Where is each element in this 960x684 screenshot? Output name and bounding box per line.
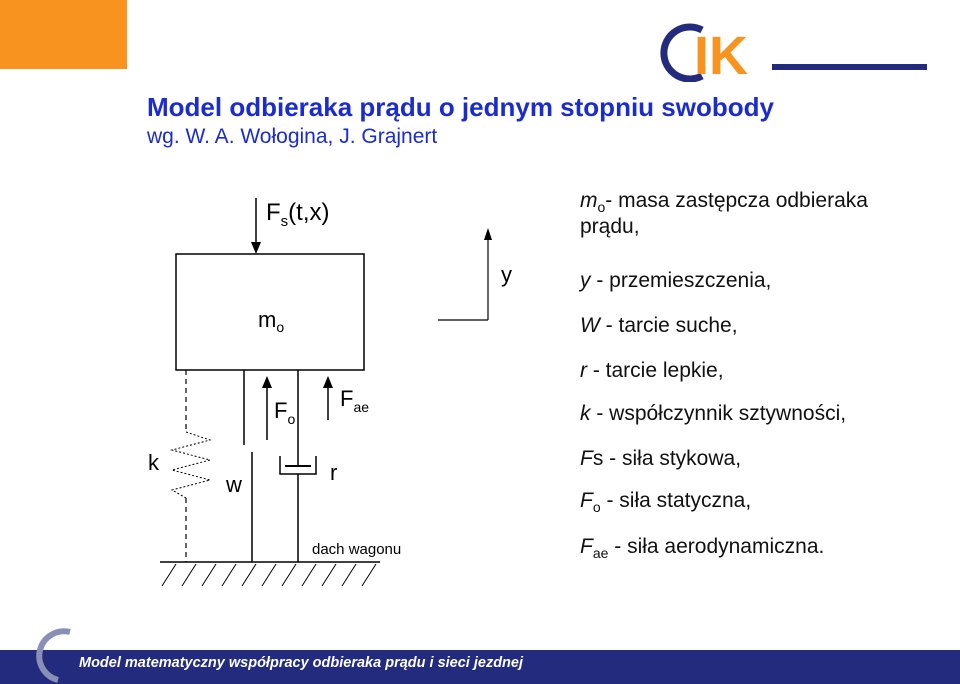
footer-bar [0,650,960,684]
page-subtitle: wg. W. A. Wołogina, J. Grajnert [147,125,438,148]
legend-item-dry-friction: W - tarcie suche, [580,314,738,337]
force-o-label: Fo [274,398,295,427]
spring-k-label: k [148,450,160,475]
force-ae-arrowhead [323,376,333,388]
y-axis-label: y [501,262,512,287]
footer-text: Model matematyczny współpracy odbieraka … [79,655,524,671]
legend-item-displacement: y - przemieszczenia, [580,269,772,292]
legend-item-contact-force: Fs - siła stykowa, [580,447,742,470]
mass-label: mo [258,307,284,335]
spring-coil [170,431,212,499]
force-ae-label: Fae [340,386,369,415]
legend-item-mass-cont: prądu, [580,215,640,238]
force-s-arrowhead [251,242,261,254]
friction-w-label: w [225,472,242,497]
mass-block [175,253,365,371]
legend-item-mass: mo- masa zastępcza odbieraka [580,189,868,215]
ik-logo: IK [660,23,927,82]
logo-text: IK [694,26,748,82]
y-axis-arrowhead [484,228,492,240]
ground-hatching [161,563,377,587]
page-title: Model odbieraka prądu o jednym stopniu s… [147,92,774,122]
legend-item-static-force: Fo - siła statyczna, [580,489,752,515]
legend-item-stiffness: k - współczynnik sztywności, [580,402,847,425]
orange-corner-bar [0,0,127,69]
ground-label: dach wagonu [312,541,401,558]
mass-spring-diagram: Fs(t,x) mo y k w Fo r Fae dach wagonu [148,198,512,587]
legend-item-aero-force: Fae - siła aerodynamiczna. [580,535,825,561]
footer-swoosh-icon [36,628,71,683]
logo-underline [772,64,927,70]
logo-swoosh-icon [660,23,704,82]
damper-r-label: r [330,460,337,485]
legend-item-viscous-friction: r - tarcie lepkie, [580,359,724,382]
force-o-arrowhead [262,376,272,388]
force-s-label: Fs(t,x) [266,199,330,230]
